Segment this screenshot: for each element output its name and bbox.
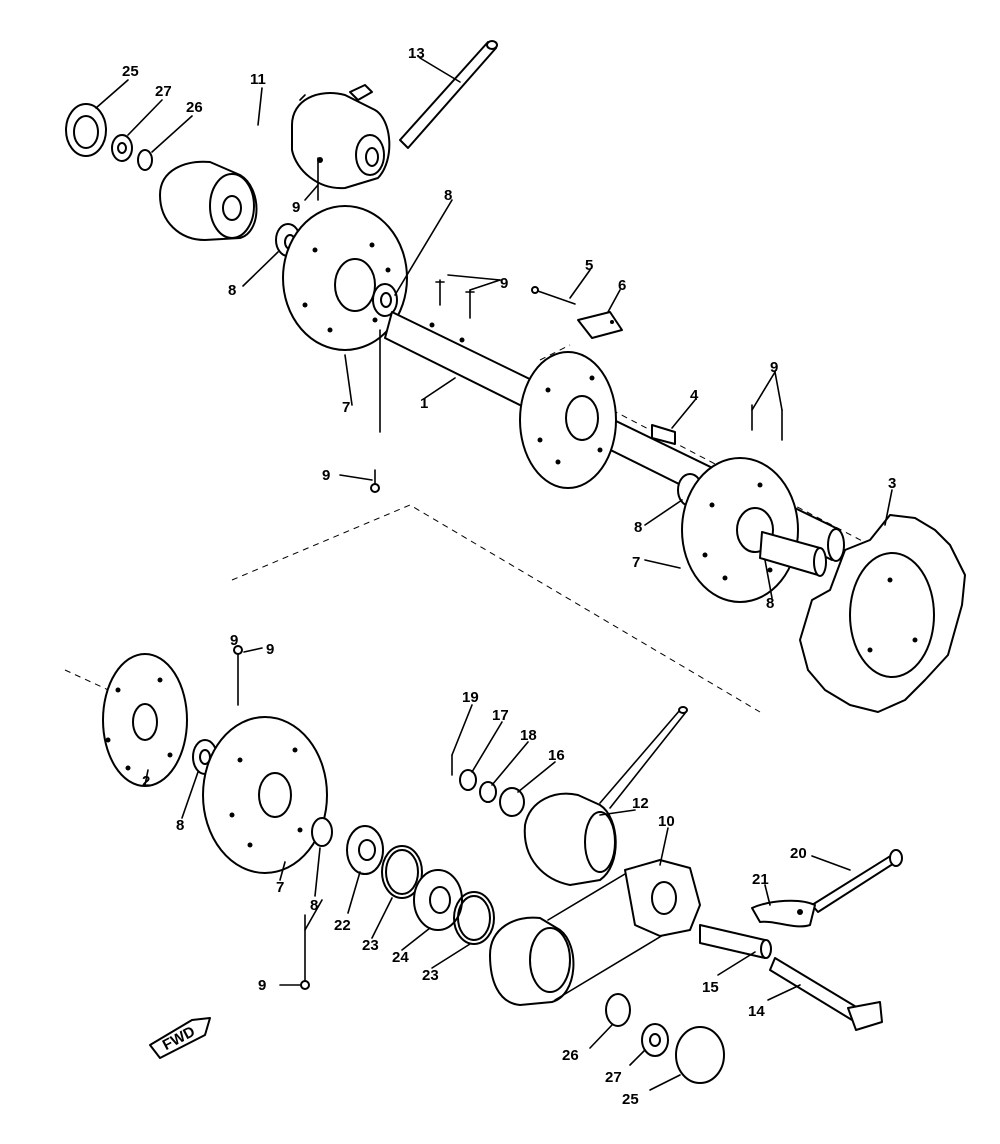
- callout-26-bottom: 26: [562, 1047, 579, 1064]
- part-21-bracket: [751, 899, 816, 928]
- callout-9-top-bottom: 9: [322, 467, 330, 484]
- callout-7-top-right: 7: [632, 554, 640, 571]
- part-10-plate: [624, 859, 701, 937]
- callout-9-bottom-top-head: 9: [230, 632, 238, 649]
- part-3-drive-sprocket: [799, 514, 966, 713]
- callout-9-top-left: 9: [292, 199, 300, 216]
- callout-7-top-left: 7: [342, 399, 350, 416]
- part-17-nut: [459, 769, 477, 791]
- callout-27-top: 27: [155, 83, 172, 100]
- callout-23-a: 23: [362, 937, 379, 954]
- part-23-snap-ring-b: [453, 891, 495, 945]
- part-15-pin: [699, 924, 772, 959]
- callout-8-top-collar: 8: [444, 187, 452, 204]
- callout-10: 10: [658, 813, 675, 830]
- callout-19: 19: [462, 689, 479, 706]
- part-8-collar: [372, 283, 398, 317]
- callout-9-bottom-top: 9: [266, 641, 274, 658]
- lower-drum-housing: [489, 867, 689, 1006]
- callout-16: 16: [548, 747, 565, 764]
- part-4-key: [651, 424, 676, 445]
- part-8-collar-lower: [311, 817, 333, 847]
- callout-8-shaft-end: 8: [766, 595, 774, 612]
- part-5-bolt: [531, 286, 576, 305]
- callout-7-bottom: 7: [276, 879, 284, 896]
- part-27-nut-top: [111, 134, 133, 162]
- part-14-bolt: [769, 957, 883, 1031]
- part-26-washer-top: [137, 149, 153, 171]
- callout-21: 21: [752, 871, 769, 888]
- callout-13: 13: [408, 45, 425, 62]
- part-6-clip: [577, 311, 623, 339]
- callout-8-top-left: 8: [228, 282, 236, 299]
- callout-22: 22: [334, 917, 351, 934]
- part-18-washer: [479, 781, 497, 803]
- part-26-drum-housing: [159, 160, 258, 241]
- part-9-pins: [317, 157, 783, 493]
- part-11-gear-housing: [291, 84, 391, 190]
- part-2-sprocket-mid: [519, 351, 617, 489]
- part-7-sprocket-lower: [202, 716, 328, 874]
- callout-27-bottom: 27: [605, 1069, 622, 1086]
- part-26-washer-lower: [605, 993, 631, 1027]
- callout-23-b: 23: [422, 967, 439, 984]
- part-22-bearing: [346, 825, 384, 875]
- callout-9-top-middle: 9: [500, 275, 508, 292]
- callout-8-bottom-collar: 8: [310, 897, 318, 914]
- part-8-shaft-end: [759, 531, 827, 577]
- callout-11: 11: [250, 71, 266, 88]
- part-2-sprocket-lower: [102, 653, 188, 787]
- top-assembly: [65, 40, 966, 713]
- callout-9-top-right: 9: [770, 359, 778, 376]
- callout-labels: 25 27 26 11 13 9 8 8 9 5 6 7 1 4 9 9 8 7…: [122, 45, 896, 1108]
- part-25-cap-top: [65, 103, 107, 157]
- callout-20: 20: [790, 845, 807, 862]
- callout-1: 1: [420, 395, 428, 412]
- part-27-nut-lower: [641, 1023, 669, 1057]
- leader-lines: [95, 57, 893, 1091]
- part-9-pins-lower: [233, 645, 323, 990]
- callout-15: 15: [702, 979, 719, 996]
- part-23-snap-ring-a: [381, 845, 423, 899]
- callout-9-bottom-left: 9: [258, 977, 266, 994]
- callout-3: 3: [888, 475, 896, 492]
- part-7-sprocket-right: [681, 457, 799, 603]
- callout-24: 24: [392, 949, 409, 966]
- callout-17: 17: [492, 707, 509, 724]
- part-12-gear-housing: [523, 706, 688, 886]
- part-16-washer: [499, 787, 525, 817]
- callout-2: 2: [142, 773, 150, 790]
- callout-25-bottom: 25: [622, 1091, 639, 1108]
- callout-6: 6: [618, 277, 626, 294]
- callout-8-bottom-left: 8: [176, 817, 184, 834]
- callout-26-top: 26: [186, 99, 203, 116]
- part-24-bearing: [413, 869, 463, 931]
- part-7-sprocket-left: [282, 205, 408, 351]
- callout-18: 18: [520, 727, 537, 744]
- callout-25-top: 25: [122, 63, 139, 80]
- callout-4: 4: [690, 387, 699, 404]
- callout-5: 5: [585, 257, 593, 274]
- callout-12: 12: [632, 795, 649, 812]
- part-20-bolt: [811, 849, 903, 913]
- bottom-assembly: FWD: [102, 645, 903, 1084]
- forward-direction-marker: FWD: [149, 1017, 211, 1059]
- part-25-cap-lower: [675, 1026, 725, 1084]
- callout-14: 14: [748, 1003, 765, 1020]
- part-13-rod: [399, 40, 498, 149]
- callout-8-top-right: 8: [634, 519, 642, 536]
